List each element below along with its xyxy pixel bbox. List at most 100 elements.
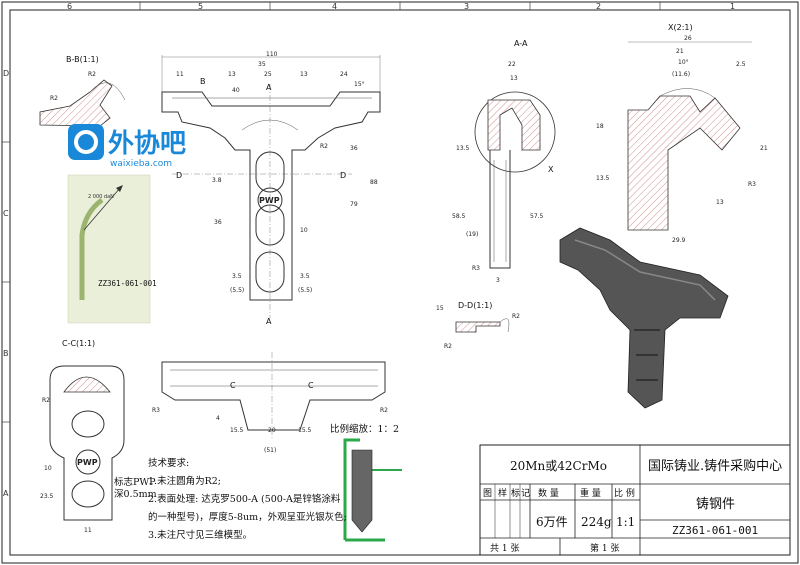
zone-top-4: 4 [332, 2, 337, 11]
dim-x-2-5: 2.5 [736, 61, 746, 68]
dim-bot-r2: R2 [380, 407, 388, 414]
dim-35: 35 [258, 61, 266, 68]
dim-aa-22: 22 [508, 61, 516, 68]
scale-note: 比例缩放：1：2 [330, 423, 399, 435]
dim-x-13: 13 [716, 199, 724, 206]
dim-15deg: 15° [354, 81, 365, 88]
section-cc: C-C(1:1) PWP 10 23.5 11 R2 标志PWP 深0.5mm [40, 339, 157, 534]
dim-aa-3: 3 [496, 277, 500, 284]
dim-x-r3: R3 [748, 181, 756, 188]
watermark-icon [68, 124, 104, 160]
dim-aa-19: (19) [466, 231, 478, 238]
dim-dd-r2: R2 [444, 343, 452, 350]
bottom-view: C C 15.5 20 15.5 (51) 4 R3 R2 比例缩放：1：2 [152, 352, 399, 454]
dim-3-8: 3.8 [212, 177, 222, 184]
watermark-text: 外协吧 [108, 129, 186, 159]
dim-bot-r3: R3 [152, 407, 160, 414]
dim-main-width: 110 [266, 51, 278, 58]
zone-side-a: A [3, 489, 9, 498]
dim-bot-51: (51) [264, 447, 276, 454]
dim-bot-4: 4 [216, 415, 220, 422]
mark-c-right: C [308, 381, 314, 390]
zone-side-c: C [3, 209, 9, 218]
tb-header-1: 图 [483, 488, 492, 499]
part-3d-render [559, 227, 729, 409]
dim-x-21b: 21 [760, 145, 768, 152]
tb-header-4: 记 [521, 488, 530, 499]
mark-d-right: D [340, 171, 346, 180]
zone-top-2: 2 [596, 2, 601, 11]
dim-40: 40 [232, 87, 240, 94]
dim-79: 79 [350, 201, 358, 208]
dim-10: 10 [300, 227, 308, 234]
dim-bot-20: 20 [268, 427, 276, 434]
section-dd: D-D(1:1) 15 R2 R2 [436, 301, 520, 350]
section-bb: B-B(1:1) R2 R2 [39, 55, 126, 127]
dim-aa-13: 13 [510, 75, 518, 82]
dim-36b: 36 [214, 219, 222, 226]
dim-aa-57-5: 57.5 [530, 213, 544, 220]
dim-dd-r2b: R2 [512, 313, 520, 320]
zone-side-d: D [3, 69, 9, 78]
zone-top-3: 3 [464, 2, 469, 11]
zone-side-b: B [3, 349, 9, 358]
view-label-dd: D-D(1:1) [458, 301, 492, 310]
dim-x-10deg: 10° [678, 59, 689, 66]
tb-drawing-no: ZZ361-061-001 [672, 524, 758, 537]
dim-cc-11: 11 [84, 527, 92, 534]
dim-bb-r2b: R2 [50, 95, 58, 102]
note-2: 2.表面处理: 达克罗500-A (500-A是锌铬涂料 [148, 493, 341, 505]
dim-x-29-9: 29.9 [672, 237, 686, 244]
watermark-logo: 外协吧 waixieba.com [68, 124, 186, 169]
dim-aa-r2: R3 [472, 265, 480, 272]
dim-11: 11 [176, 71, 184, 78]
dim-24: 24 [340, 71, 348, 78]
dim-r2-main: R2 [320, 143, 328, 150]
zone-top-1: 1 [730, 2, 735, 11]
dim-13: 13 [228, 71, 236, 78]
dim-aa-58-5: 58.5 [452, 213, 466, 220]
dim-x-26: 26 [684, 35, 692, 42]
section-aa: A-A X 22 13 13.5 58.5 57.5 (19) 3 R3 [452, 39, 556, 284]
tb-sheets-total: 共 1 张 [490, 543, 519, 554]
mark-a-top: A [266, 83, 272, 92]
tb-sheet-no: 第 1 张 [590, 542, 619, 554]
inset-force: 2 000 daN [88, 194, 114, 200]
mark-a-bottom: A [266, 317, 272, 326]
mark-d-left: D [176, 171, 182, 180]
dim-x-21: 21 [676, 48, 684, 55]
view-label-x: X(2:1) [668, 23, 693, 32]
dim-5-5b: (5.5) [298, 287, 312, 294]
dim-3-5a: 3.5 [232, 273, 242, 280]
dim-aa-13-5: 13.5 [456, 145, 470, 152]
inset-image: 2 000 daN ZZ361-061-001 [67, 174, 157, 324]
dim-cc-r3: R2 [42, 397, 50, 404]
dim-x-11-6: (11.6) [672, 71, 690, 78]
dim-3-5b: 3.5 [300, 273, 310, 280]
tb-scale-label: 比 例 [614, 487, 635, 499]
tb-weight: 224g [581, 515, 612, 529]
logo-mark-note-1: 标志PWP [114, 476, 156, 488]
dim-88: 88 [370, 179, 378, 186]
dim-13b: 13 [300, 71, 308, 78]
tb-scale: 1:1 [616, 515, 635, 529]
zone-top-5: 5 [198, 2, 203, 11]
pwp-mark: PWP [259, 196, 280, 205]
notes-title: 技术要求: [148, 457, 189, 469]
dim-25: 25 [264, 71, 272, 78]
dim-5-5a: (5.5) [230, 287, 244, 294]
dim-dd-15: 15 [436, 305, 444, 312]
title-block: 20Mn或42CrMo 国际铸业.铸件采购中心 图 样 标 记 数 量 重 量 … [479, 444, 791, 556]
cc-pwp-mark: PWP [77, 458, 98, 467]
dim-bb-r2: R2 [88, 71, 96, 78]
view-label-aa: A-A [514, 39, 528, 48]
watermark-url: waixieba.com [110, 159, 172, 169]
inset-part-no: ZZ361-061-001 [98, 279, 157, 288]
tb-weight-label: 重 量 [580, 487, 601, 499]
tb-qty-label: 数 量 [538, 487, 559, 499]
tb-part-name: 铸钢件 [696, 496, 735, 512]
view-label-bb: B-B(1:1) [66, 55, 99, 64]
note-1: 1.未注圆角为R2; [148, 475, 221, 487]
dim-36: 36 [350, 145, 358, 152]
